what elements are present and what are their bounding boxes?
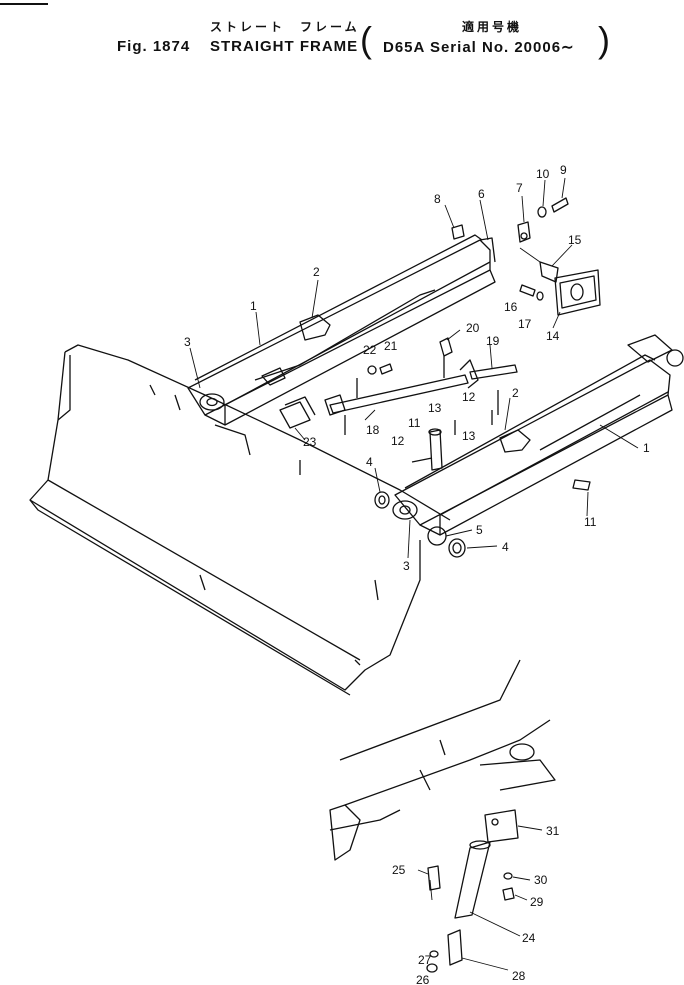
bushing-5 [427,526,447,546]
callout-14: 14 [546,329,560,343]
title-english: STRAIGHT FRAME [210,38,359,55]
callout-1-right: 1 [643,441,650,455]
callout-18: 18 [366,423,380,437]
callout-2-left: 2 [313,265,320,279]
callout-28: 28 [512,969,526,983]
callout-12-lower: 12 [391,434,405,448]
callout-27: 27 [418,953,432,967]
callout-25: 25 [392,863,406,877]
callout-15: 15 [568,233,582,247]
nut-26 [426,963,438,973]
frame-bracket [539,261,601,316]
callout-8: 8 [434,192,441,206]
left-straight-frame [187,234,496,426]
bushing-4-right [448,538,466,558]
callout-13-right: 13 [462,429,476,443]
callout-22: 22 [363,343,377,357]
title-japanese: ストレート フレーム [210,20,360,34]
callout-2-right: 2 [512,386,519,400]
callout-9: 9 [560,163,567,177]
callout-23: 23 [303,435,317,449]
lower-frame-detail [329,659,556,861]
shims-23 [279,396,316,429]
bolt-25 [427,865,441,891]
bolt-28 [447,929,463,966]
bolt-19 [469,364,518,380]
callout-24: 24 [522,931,536,945]
bushing-4-left [374,491,390,509]
callout-17: 17 [518,317,532,331]
callout-7: 7 [516,181,523,195]
washer-17 [536,291,544,301]
callout-10: 10 [536,167,550,181]
serial-number-text: D65A Serial No. 20006∼ [383,39,575,56]
brace-rod-18 [324,359,479,435]
washer-10 [537,206,547,218]
bolt-16 [519,284,536,297]
bolt-11-right [572,479,591,491]
callout-12-upper: 12 [462,390,476,404]
cylinder-24 [454,840,491,919]
callout-5: 5 [476,523,483,537]
pin-13 [454,410,493,435]
grease-fitting-20 [439,337,453,378]
callout-31: 31 [546,824,560,838]
bolt-9 [551,197,569,213]
washer-30 [503,872,513,880]
bolt-12 [411,390,499,463]
callout-1-left: 1 [250,299,257,313]
callout-6: 6 [478,187,485,201]
right-straight-frame [392,334,684,536]
bolt-29 [502,887,515,901]
close-paren: ) [598,19,610,60]
callout-labels: 1 1 2 2 3 3 4 4 5 6 7 8 9 10 11 11 12 12… [184,163,650,985]
bracket-31 [484,809,519,843]
callout-4-right: 4 [502,540,509,554]
callout-11-lower: 11 [584,515,597,529]
callout-3-left: 3 [184,335,191,349]
callout-16: 16 [504,300,518,314]
callout-4-left: 4 [366,455,373,469]
callout-19: 19 [486,334,500,348]
pin-11 [428,428,443,471]
open-paren: ( [360,19,372,60]
callout-21: 21 [384,339,398,353]
bolt-21-22 [356,363,393,398]
leader-lines [189,177,639,971]
callout-11-upper: 11 [408,416,421,430]
callout-26: 26 [416,973,430,985]
callout-13-left: 13 [428,401,442,415]
washer-27 [429,950,439,958]
callout-29: 29 [530,895,544,909]
callout-30: 30 [534,873,548,887]
bolt-7-clip [517,221,531,243]
applicable-japanese: 適用号機 [462,20,523,34]
callout-3-right: 3 [403,559,410,573]
figure-label: Fig. 1874 [117,38,191,55]
callout-20: 20 [466,321,480,335]
nut-8 [451,224,465,240]
